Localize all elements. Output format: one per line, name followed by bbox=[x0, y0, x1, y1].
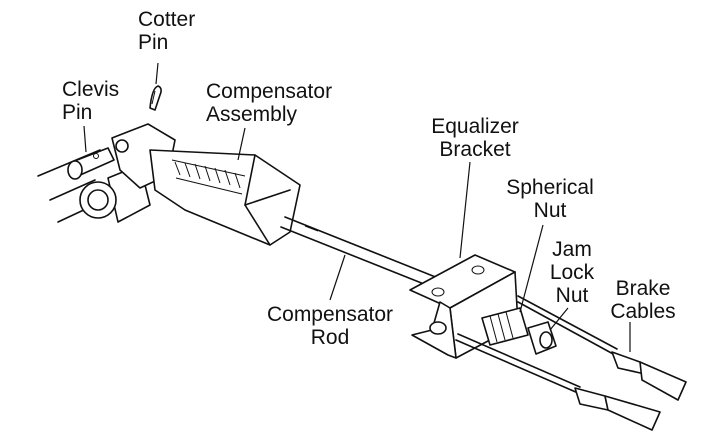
leader-compensator-rod bbox=[329, 254, 346, 301]
brake-cables bbox=[455, 295, 687, 431]
label-spherical-nut: Spherical Nut bbox=[506, 176, 594, 222]
jam-lock-nut bbox=[527, 321, 557, 355]
cotter-pin bbox=[149, 85, 162, 111]
spherical-nut bbox=[481, 307, 529, 346]
label-clevis-pin: Clevis Pin bbox=[62, 78, 120, 124]
leader-spherical-nut bbox=[519, 224, 544, 313]
equalizer-bracket bbox=[409, 254, 519, 359]
label-equalizer-bracket: Equalizer Bracket bbox=[431, 115, 519, 161]
compensator-rod bbox=[280, 216, 439, 289]
compensator-assembly bbox=[111, 123, 301, 246]
label-compensator-rod: Compensator Rod bbox=[266, 303, 394, 349]
label-brake-cables: Brake Cables bbox=[610, 277, 676, 323]
label-compensator-assembly: Compensator Assembly bbox=[206, 80, 333, 126]
compensator-spring bbox=[171, 159, 246, 195]
label-jam-lock-nut: Jam Lock Nut bbox=[549, 238, 595, 307]
leader-equalizer-bracket bbox=[459, 161, 471, 259]
leader-clevis-pin bbox=[83, 125, 87, 153]
leader-compensator-assembly bbox=[237, 127, 246, 161]
leader-cotter-pin bbox=[155, 62, 159, 85]
clevis-pin bbox=[67, 147, 115, 180]
label-cotter-pin: Cotter Pin bbox=[138, 8, 196, 54]
leader-jam-lock-nut bbox=[549, 307, 569, 331]
